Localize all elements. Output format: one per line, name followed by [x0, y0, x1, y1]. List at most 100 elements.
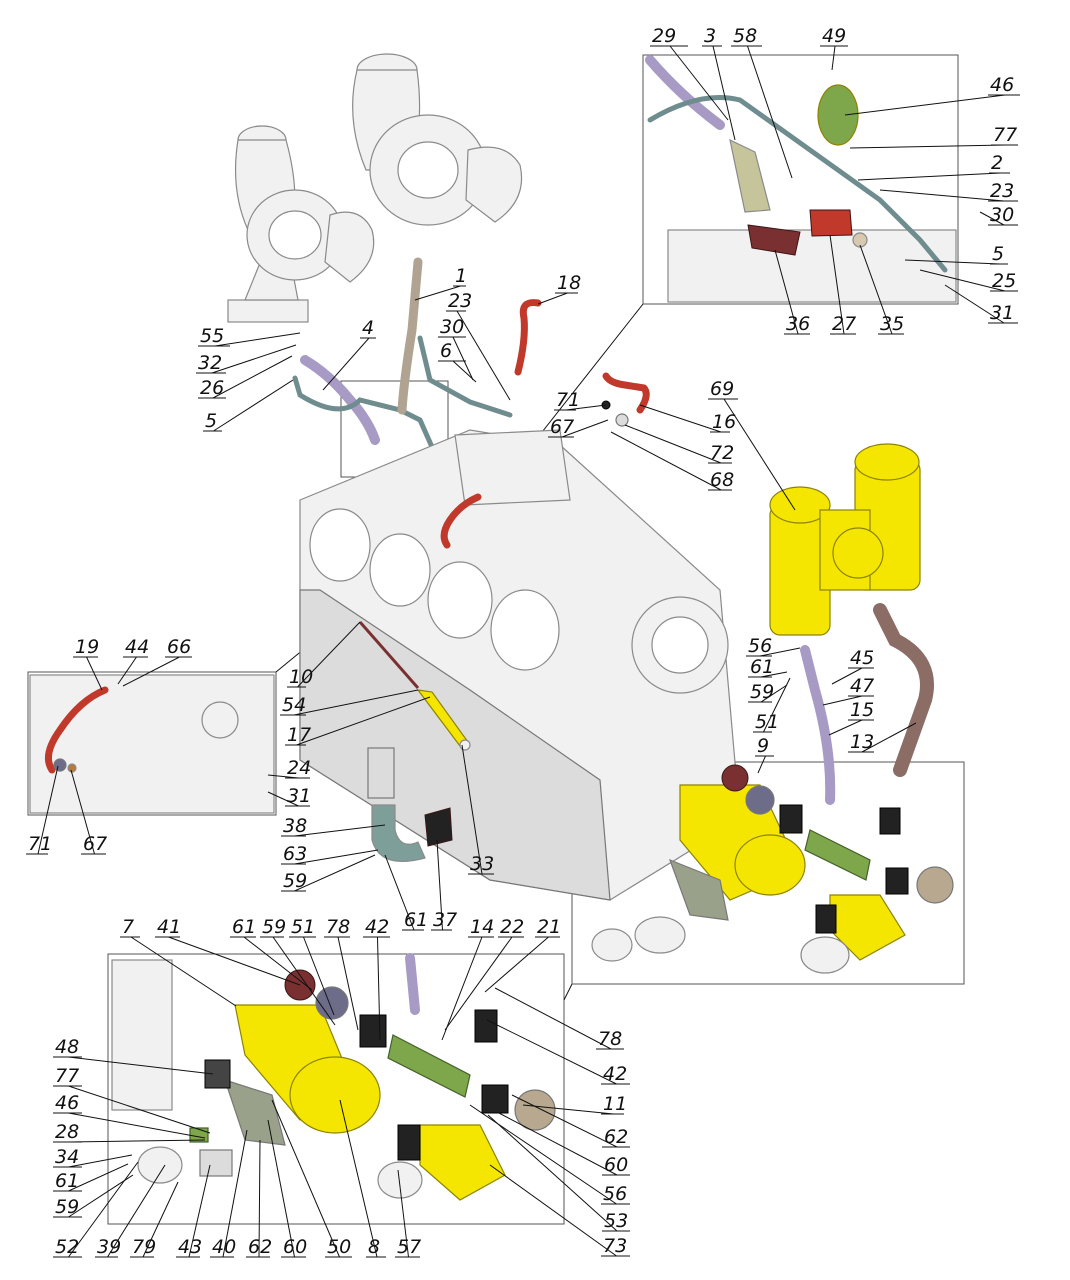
callout-leader-line	[130, 936, 237, 1007]
callout-leader-line	[107, 1164, 166, 1258]
callout-leader-line	[774, 249, 799, 335]
sleeve-part-43	[199, 1149, 233, 1177]
callout-label-23: 23	[448, 290, 472, 312]
callout-label-44: 44	[125, 636, 149, 658]
callout-label-34: 34	[55, 1146, 79, 1168]
callout-label-30: 30	[990, 204, 1014, 226]
pump-assembly-right	[591, 764, 954, 974]
callout-label-30: 30	[440, 316, 464, 338]
callout-label-31: 31	[287, 785, 311, 807]
callout-label-33: 33	[470, 853, 494, 875]
callout-leader-line	[322, 337, 370, 391]
callout-leader-line	[639, 404, 722, 433]
callout-leader-line	[258, 1139, 261, 1258]
callout-label-7: 7	[122, 916, 134, 938]
callout-label-6: 6	[440, 340, 452, 362]
callout-leader-line	[294, 849, 379, 865]
callout-leader-line	[444, 936, 513, 1031]
callout-label-54: 54	[282, 694, 306, 716]
callout-leader-line	[142, 1181, 179, 1258]
callout-leader-line	[297, 621, 361, 688]
callout-leader-line	[68, 1161, 139, 1258]
callout-leader-line	[384, 854, 415, 931]
callout-label-71: 71	[556, 389, 580, 411]
callout-leader-line	[436, 839, 443, 931]
callout-leader-line	[222, 1129, 248, 1258]
callout-label-11: 11	[603, 1093, 627, 1115]
callout-label-22: 22	[500, 916, 524, 938]
callout-label-58: 58	[733, 25, 757, 47]
callout-leader-line	[763, 677, 791, 733]
callout-leader-line	[68, 1139, 206, 1143]
callout-leader-line	[759, 647, 801, 657]
callout-leader-line	[213, 379, 294, 432]
callout-leader-line	[188, 1164, 211, 1258]
callout-leader-line	[904, 259, 1001, 265]
callout-leader-line	[849, 144, 1006, 149]
callout-label-36: 36	[786, 313, 810, 335]
callout-leader-line	[494, 987, 612, 1050]
callout-label-68: 68	[710, 469, 734, 491]
callout-leader-line	[267, 1119, 295, 1258]
callout-label-4: 4	[362, 317, 374, 339]
flange-part-51	[315, 986, 349, 1020]
callout-label-59: 59	[55, 1196, 79, 1218]
callout-leader-line	[68, 1174, 134, 1218]
callout-leader-line	[831, 667, 863, 685]
sleeve-part-42-b	[474, 1009, 498, 1043]
callout-label-59: 59	[283, 870, 307, 892]
pipe-part-14-top	[405, 953, 420, 1015]
callout-leader-line	[211, 344, 297, 374]
callout-leader-line	[86, 656, 103, 691]
callout-label-8: 8	[368, 1236, 380, 1258]
callout-label-10: 10	[289, 666, 313, 688]
callout-leader-line	[168, 936, 301, 986]
callout-leader-line	[484, 936, 549, 993]
callout-leader-line	[844, 94, 1006, 116]
callout-label-19: 19	[75, 636, 99, 658]
callout-label-24: 24	[287, 757, 311, 779]
callout-leader-line	[822, 695, 863, 706]
callout-label-29: 29	[652, 25, 676, 47]
callout-label-52: 52	[55, 1236, 79, 1258]
callout-label-60: 60	[604, 1154, 628, 1176]
callout-leader-line	[452, 336, 474, 381]
callout-label-72: 72	[710, 442, 734, 464]
left-inset-content	[29, 674, 275, 814]
top-right-inset-frame	[642, 54, 959, 305]
callout-leader-line	[68, 1112, 206, 1139]
callout-label-51: 51	[291, 916, 315, 938]
callout-leader-line	[760, 671, 788, 678]
callout-leader-line	[565, 404, 607, 411]
callout-leader-line	[829, 234, 845, 335]
callout-leader-line	[68, 1056, 214, 1075]
callout-label-25: 25	[992, 270, 1016, 292]
callout-leader-line	[441, 936, 483, 1041]
callout-label-69: 69	[710, 378, 734, 400]
callout-leader-line	[461, 744, 483, 875]
callout-leader-line	[296, 696, 431, 746]
callout-label-48: 48	[55, 1036, 79, 1058]
callout-label-59: 59	[750, 681, 774, 703]
pipe-part-13	[873, 603, 934, 777]
callout-leader-line	[831, 45, 836, 71]
callout-label-28: 28	[55, 1121, 79, 1143]
callout-leader-line	[293, 689, 419, 716]
callout-leader-line	[487, 1114, 618, 1232]
callout-label-53: 53	[604, 1210, 628, 1232]
callout-label-1: 1	[455, 265, 467, 287]
callout-label-67: 67	[83, 833, 107, 855]
callout-label-60: 60	[283, 1236, 307, 1258]
pipe-part-5	[292, 375, 443, 468]
callout-label-2: 2	[991, 152, 1003, 174]
pipe-part-14	[387, 1034, 471, 1098]
callout-label-46: 46	[990, 74, 1014, 96]
callout-leader-line	[397, 1169, 409, 1258]
callout-leader-line	[339, 1099, 378, 1258]
pipe-part-18	[514, 299, 542, 376]
callout-leader-line	[243, 936, 313, 991]
callout-leader-line	[723, 398, 796, 511]
callout-leader-line	[879, 189, 1005, 202]
